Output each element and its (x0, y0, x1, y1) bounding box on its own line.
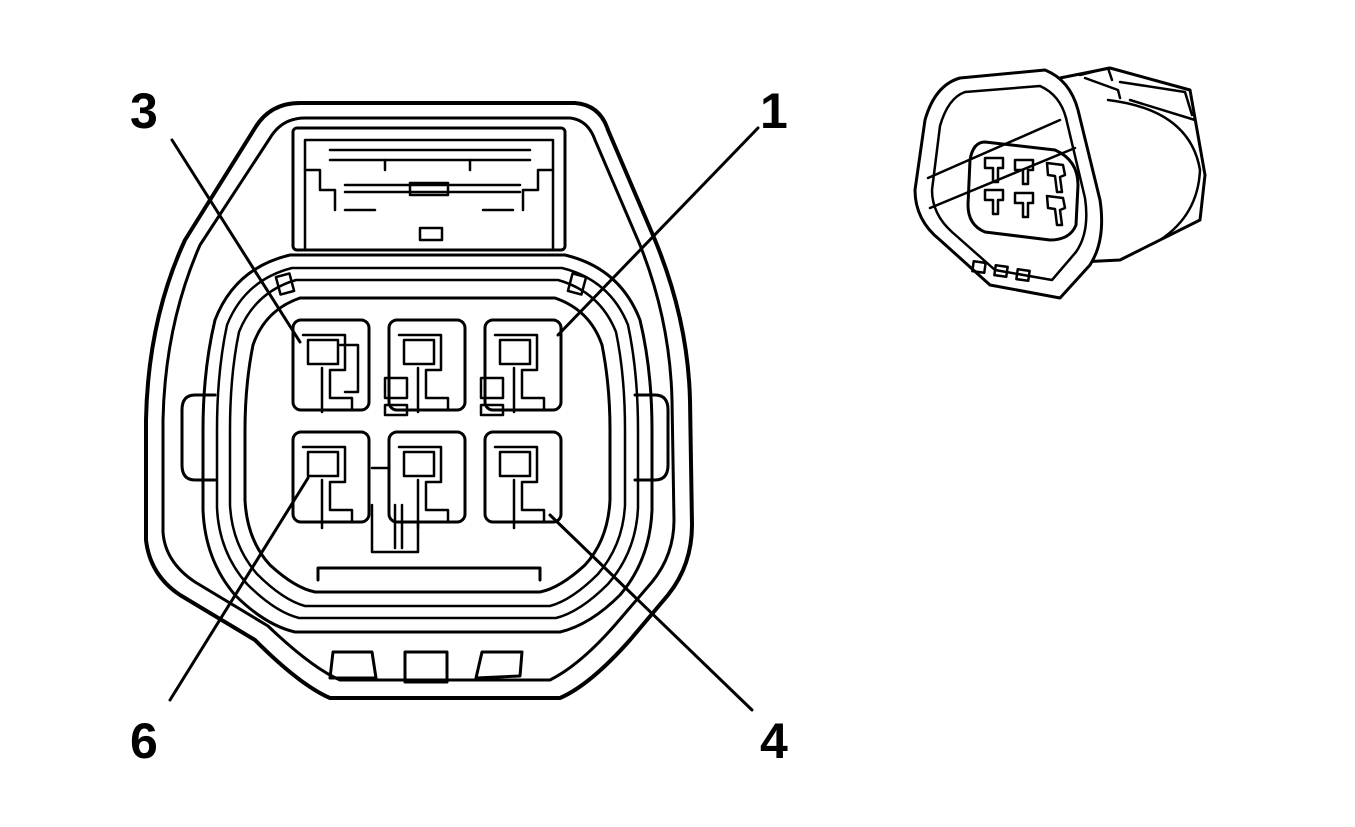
iso-terminals (983, 156, 1067, 227)
bottom-window-left (328, 650, 378, 680)
leader-line-1 (556, 126, 760, 337)
callout-leaders (168, 126, 760, 712)
seal-ring-outer (201, 253, 654, 634)
bottom-window-center (403, 650, 449, 684)
pin-label-3: 3 (130, 83, 158, 139)
iso-window-right (1015, 267, 1031, 283)
pin-label-6: 6 (130, 713, 158, 769)
bottom-window-right (474, 650, 524, 680)
iso-window-left (971, 259, 987, 275)
iso-terminal-face (966, 140, 1080, 242)
terminal-3 (291, 318, 371, 414)
leader-line-4 (548, 513, 754, 712)
terminal-cavity-wall (243, 296, 612, 594)
pin-label-4: 4 (760, 713, 788, 769)
pin-label-1: 1 (760, 83, 788, 139)
bottom-lip (316, 566, 542, 582)
connector-outer-shell-inner-edge (161, 116, 676, 682)
leader-line-3 (170, 138, 302, 344)
terminal-6 (291, 430, 371, 530)
connector-isometric-view (913, 66, 1207, 300)
right-side-tab (633, 393, 670, 482)
terminal-2 (383, 318, 467, 417)
seal-ring-mid (215, 266, 640, 620)
left-side-tab (180, 393, 217, 482)
leader-line-6 (168, 476, 310, 702)
terminal-4 (483, 430, 563, 530)
connector-face-view (144, 101, 694, 700)
terminal-1 (479, 318, 563, 417)
iso-window-center (993, 263, 1009, 279)
top-latch (291, 126, 567, 252)
terminal-5 (370, 430, 467, 554)
seal-ring-inner (228, 278, 627, 608)
connector-outer-shell (144, 101, 694, 700)
iso-rear-body (1038, 66, 1207, 264)
iso-front-frame (913, 68, 1104, 300)
